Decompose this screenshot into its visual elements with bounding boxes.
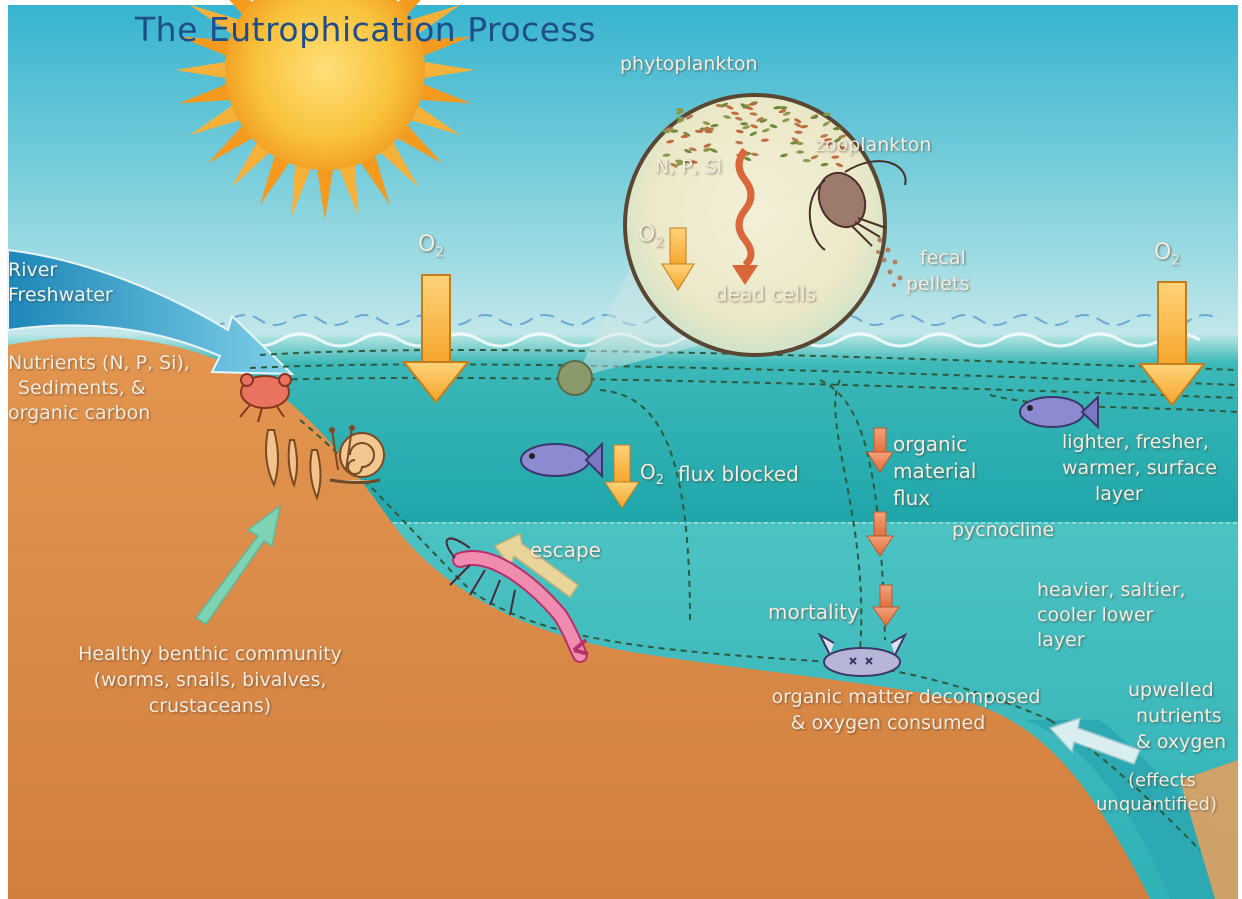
label-o2-left: O2	[418, 232, 444, 260]
label-nutrients: Nutrients (N, P, Si),	[8, 351, 190, 376]
label-decomposed: organic matter decomposed	[738, 685, 1074, 710]
label-flux: flux	[893, 486, 930, 511]
label-escape: escape	[530, 538, 601, 563]
label-effects: (effects	[1128, 768, 1196, 793]
page-title: The Eutrophication Process	[135, 10, 596, 49]
label-lower-layer: layer	[1037, 628, 1085, 653]
label-cooler: cooler lower	[1037, 603, 1153, 628]
label-flux-blocked: flux blocked	[678, 462, 799, 487]
label-heavier: heavier, saltier,	[1037, 578, 1186, 603]
label-nps: N, P, Si	[655, 155, 722, 180]
label-healthy-benthic: Healthy benthic community	[45, 642, 375, 667]
label-upwelled: upwelled	[1128, 678, 1214, 703]
label-o2-right: O2	[1154, 240, 1180, 268]
label-material: material	[893, 459, 976, 484]
label-crustaceans: crustaceans)	[45, 694, 375, 719]
label-freshwater: Freshwater	[8, 283, 113, 308]
label-fecal: fecal	[920, 246, 966, 271]
label-pellets: pellets	[906, 272, 969, 297]
label-surface-layer: layer	[1095, 482, 1143, 507]
label-zooplankton: zooplankton	[815, 133, 931, 158]
label-upwelled-oxygen: & oxygen	[1136, 730, 1226, 755]
label-dead-cells: dead cells	[715, 282, 816, 307]
zoom-source-dot	[558, 361, 592, 395]
label-o2-circle: O2	[638, 222, 664, 250]
label-worms-snails: (worms, snails, bivalves,	[45, 668, 375, 693]
label-unquantified: unquantified)	[1096, 792, 1217, 817]
label-pycnocline: pycnocline	[952, 518, 1054, 543]
label-upwelled-nutrients: nutrients	[1136, 704, 1222, 729]
label-o2-flux: O2	[640, 460, 664, 488]
label-oxygen-consumed: & oxygen consumed	[738, 711, 1038, 736]
label-warmer: warmer, surface	[1062, 456, 1217, 481]
label-organic-carbon: organic carbon	[8, 401, 150, 426]
label-phytoplankton: phytoplankton	[620, 52, 758, 77]
label-sediments: Sediments, &	[18, 376, 146, 401]
label-river: River	[8, 258, 57, 283]
label-organic: organic	[893, 432, 967, 457]
label-mortality: mortality	[768, 600, 859, 625]
label-lighter: lighter, fresher,	[1062, 430, 1209, 455]
